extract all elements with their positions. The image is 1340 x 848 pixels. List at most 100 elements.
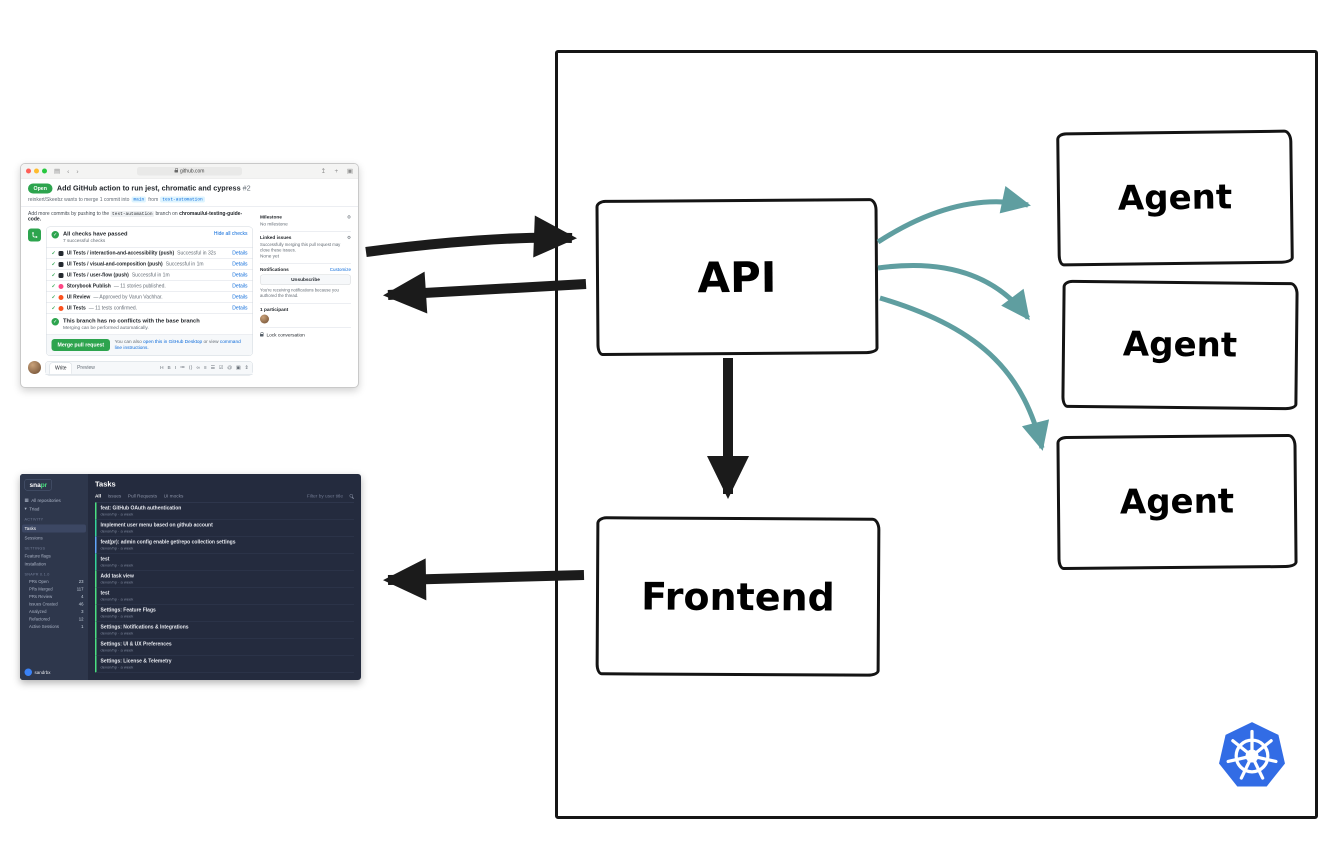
github-actions-icon xyxy=(58,261,64,267)
pr-merge-line: reinkert/Skeebz wants to merge 1 commit … xyxy=(28,196,205,203)
minimize-window-button[interactable] xyxy=(34,168,39,174)
check-row: ✓ UI Tests / visual-and-composition (pus… xyxy=(46,258,253,270)
head-branch-pill[interactable]: test-automation xyxy=(160,196,205,203)
branch-code: test-automation xyxy=(110,211,155,217)
task-row[interactable]: test devon/hp · a week xyxy=(95,553,354,571)
task-row[interactable]: feat: GitHub OAuth authentication devon/… xyxy=(95,502,354,520)
participant-avatar[interactable] xyxy=(260,314,269,324)
write-tab[interactable]: Write xyxy=(49,362,73,375)
agent-label: Agent xyxy=(1119,481,1235,523)
bold-icon[interactable]: B xyxy=(167,365,171,371)
merge-pull-request-button[interactable]: Merge pull request xyxy=(51,339,111,352)
link-icon[interactable]: ∞ xyxy=(196,365,200,371)
task-row[interactable]: test devon/hp · a week xyxy=(95,587,354,605)
check-details-link[interactable]: Details xyxy=(232,250,248,257)
check-pass-icon: ✓ xyxy=(51,250,56,257)
mention-icon[interactable]: @ xyxy=(227,365,233,371)
check-status: — 11 tests confirmed. xyxy=(88,305,138,312)
check-details-link[interactable]: Details xyxy=(232,272,248,279)
check-pass-icon: ✓ xyxy=(51,305,56,312)
italic-icon[interactable]: I xyxy=(174,365,177,371)
forward-icon[interactable]: › xyxy=(76,167,79,175)
user-menu[interactable]: sandrbx xyxy=(24,668,51,676)
check-details-link[interactable]: Details xyxy=(232,305,248,312)
task-row[interactable]: feat(pr): admin config enable get/repo c… xyxy=(95,536,354,554)
gear-icon[interactable]: ⚙ xyxy=(346,214,351,220)
sidebar-item-all-repositories[interactable]: ▦ All repositories xyxy=(24,497,61,503)
address-url: github.com xyxy=(180,168,205,174)
share-icon[interactable]: ↥ xyxy=(320,167,327,175)
sidebar-item-tasks[interactable]: Tasks xyxy=(22,524,86,533)
check-details-link[interactable]: Details xyxy=(232,261,248,268)
command-line-link[interactable]: command line instructions. xyxy=(114,339,241,351)
tab-all[interactable]: All xyxy=(95,493,102,500)
zoom-window-button[interactable] xyxy=(42,168,47,174)
close-window-button[interactable] xyxy=(26,168,31,174)
menu-icon[interactable]: ☰ xyxy=(210,365,215,371)
sidebar-section-activity: Activity xyxy=(24,517,44,522)
new-tab-icon[interactable]: + xyxy=(334,167,339,175)
stat-count: 117 xyxy=(76,586,84,592)
task-row[interactable]: Settings: Notifications & Integrations d… xyxy=(95,621,354,639)
sidebar-item-feature-flags[interactable]: Feature flags xyxy=(24,553,51,559)
sidebar-item-installation[interactable]: Installation xyxy=(24,561,47,567)
heading-icon[interactable]: H xyxy=(160,365,164,371)
hide-all-checks-link[interactable]: Hide all checks xyxy=(213,231,248,237)
task-row[interactable]: Settings: License & Telemetry devon/hp ·… xyxy=(95,655,354,673)
no-conflicts-title: This branch has no conflicts with the ba… xyxy=(63,318,200,324)
back-icon[interactable]: ‹ xyxy=(67,167,70,175)
push-hint: Add more commits by pushing to the test-… xyxy=(28,211,243,222)
customize-link[interactable]: Customize xyxy=(329,267,351,273)
task-row[interactable]: Settings: UI & UX Preferences devon/hp ·… xyxy=(95,638,354,656)
task-row[interactable]: Add task view devon/hp · a week xyxy=(95,570,354,588)
tab-pull-requests[interactable]: Pull Requests xyxy=(127,493,158,500)
sidebar-toggle-icon[interactable]: ▤ xyxy=(54,167,61,175)
task-row[interactable]: Implement user menu based on github acco… xyxy=(95,519,354,537)
code-icon[interactable]: ⟨⟩ xyxy=(188,365,193,371)
grid-icon: ▦ xyxy=(24,497,29,503)
sidebar-item-repo[interactable]: ▾ Triad xyxy=(24,506,40,512)
tab-ui-mocks[interactable]: UI mocks xyxy=(163,493,184,500)
status-dot xyxy=(25,595,28,598)
status-dot xyxy=(25,625,28,628)
lock-conversation[interactable]: Lock conversation xyxy=(260,328,351,338)
base-branch-pill[interactable]: main xyxy=(131,196,147,203)
expand-icon[interactable]: ⇕ xyxy=(244,365,249,371)
tasklist-icon[interactable]: ☑ xyxy=(218,365,224,371)
image-icon[interactable]: ▣ xyxy=(236,365,241,371)
tabs-icon[interactable]: ▣ xyxy=(346,167,353,175)
merge-status-icon xyxy=(28,228,41,242)
stat-count: 12 xyxy=(78,616,84,622)
address-bar[interactable]: github.com xyxy=(137,166,242,176)
repo-name: chromaui/ui-testing-guide-code. xyxy=(28,211,243,222)
tab-issues[interactable]: Issues xyxy=(107,493,122,500)
no-conflicts-subtitle: Merging can be performed automatically. xyxy=(63,325,149,331)
github-screenshot: ▤ ‹ › github.com ↥ + ▣ Open Add GitHub a… xyxy=(20,163,359,388)
unsubscribe-button[interactable]: Unsubscribe xyxy=(260,274,351,285)
snapr-logo: snapr xyxy=(24,479,53,491)
check-row: ✓ UI Review — Approved by Varun Vachhar.… xyxy=(46,291,253,303)
search-icon[interactable] xyxy=(349,494,355,499)
github-desktop-link[interactable]: open this in GitHub Desktop xyxy=(143,339,203,345)
quote-icon[interactable]: ≔ xyxy=(180,365,185,371)
filter-input[interactable]: Filter by user title xyxy=(306,493,343,500)
lock-icon xyxy=(260,331,264,337)
notifications-label: Notifications xyxy=(260,266,289,273)
check-details-link[interactable]: Details xyxy=(232,283,248,290)
sidebar-item-sessions[interactable]: Sessions xyxy=(24,535,43,541)
merge-alternatives-text: You can also open this in GitHub Desktop… xyxy=(114,339,241,351)
gear-icon[interactable]: ⚙ xyxy=(346,235,351,240)
task-row[interactable]: Settings: Feature Flags devon/hp · a wee… xyxy=(95,604,354,622)
check-details-link[interactable]: Details xyxy=(232,294,248,301)
agent-label: Agent xyxy=(1122,324,1238,366)
preview-tab[interactable]: Preview xyxy=(77,365,95,371)
list-icon[interactable]: ≡ xyxy=(203,365,207,371)
